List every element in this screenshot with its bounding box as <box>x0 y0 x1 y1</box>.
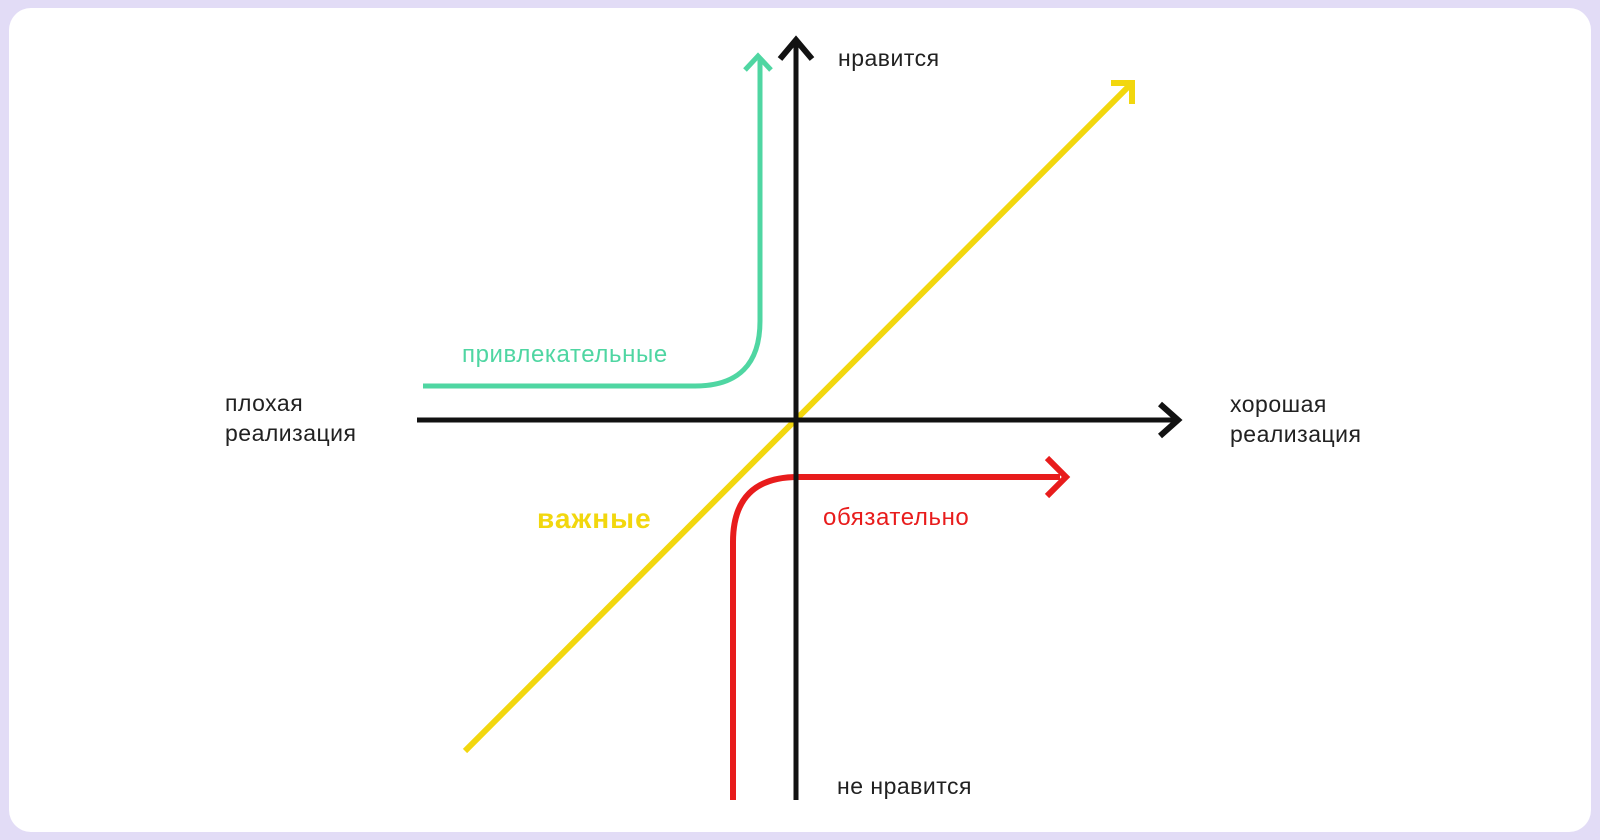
attractive-curve-label: привлекательные <box>462 341 668 368</box>
y-axis-arrowhead-icon <box>777 35 815 61</box>
x-positive-label: хорошая реализация <box>1230 391 1361 447</box>
important-curve-label: важные <box>537 503 652 534</box>
mandatory-arrowhead-icon <box>1044 455 1071 499</box>
important-arrowhead-icon <box>1111 80 1135 104</box>
x-negative-label: плохая реализация <box>225 390 356 446</box>
mandatory-curve <box>730 455 1071 800</box>
x-axis-arrowhead-icon <box>1158 401 1183 439</box>
attractive-arrowhead-icon <box>743 52 773 72</box>
x-negative-label-line2: реализация <box>225 420 356 446</box>
attractive-curve <box>423 52 773 389</box>
x-negative-label-line1: плохая <box>225 390 303 416</box>
mandatory-curve-label: обязательно <box>823 504 969 531</box>
y-positive-label: нравится <box>838 45 940 71</box>
y-axis <box>777 35 815 800</box>
x-positive-label-line2: реализация <box>1230 421 1361 447</box>
y-negative-label: не нравится <box>837 773 972 799</box>
x-positive-label-line1: хорошая <box>1230 391 1327 417</box>
